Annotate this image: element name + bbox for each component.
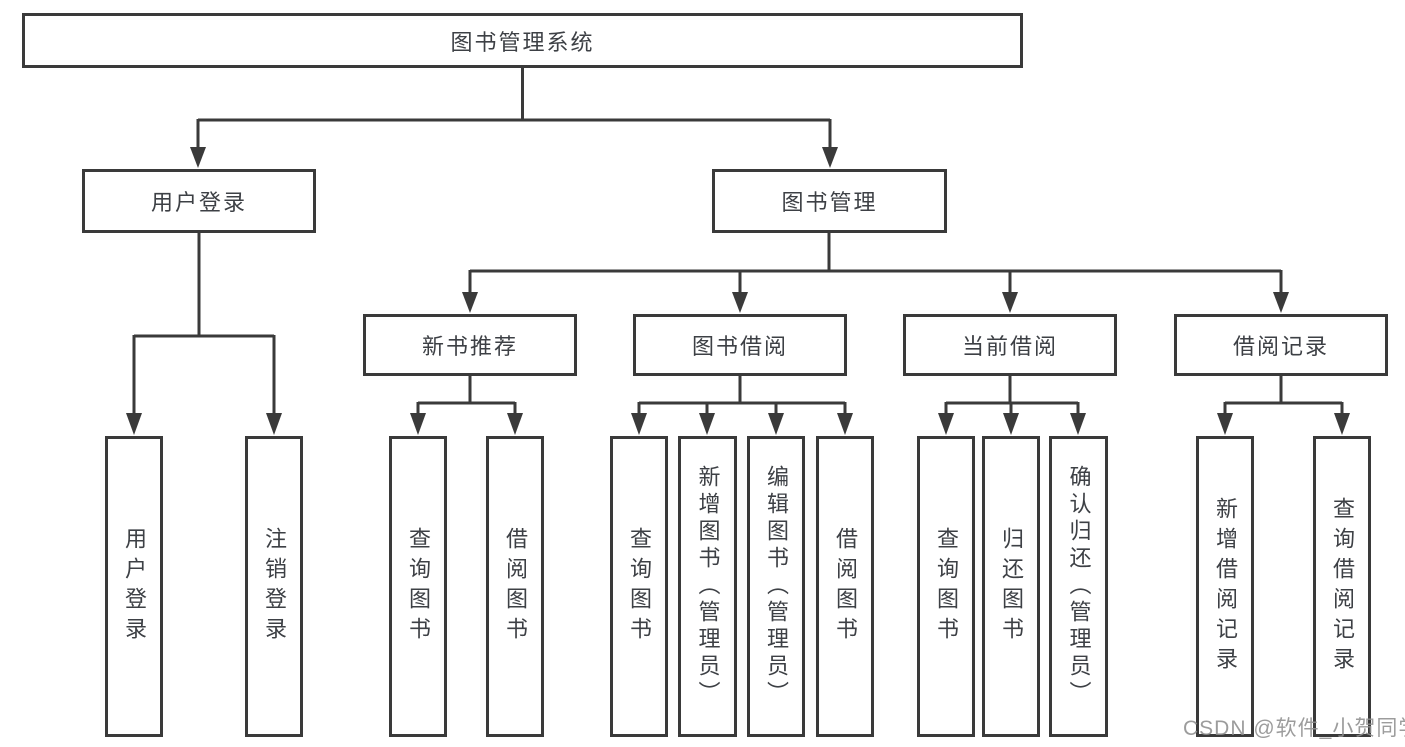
watermark: CSDN @软件_小贺同学 [1183, 717, 1405, 740]
leaf-query-book-3: 查询图书 [917, 436, 975, 737]
leaf-borrow-book-2: 借阅图书 [816, 436, 874, 737]
book-borrow-connector [631, 376, 853, 435]
leaf-query-book-2: 查询图书 [610, 436, 668, 737]
leaf-confirm-return-admin-label: 确认归还（管理员） [1066, 465, 1092, 708]
leaf-return-book-label: 归还图书 [999, 526, 1024, 647]
leaf-edit-book-admin-label: 编辑图书（管理员） [764, 465, 789, 708]
leaf-logout: 注销登录 [245, 436, 303, 737]
book-management-connector [462, 233, 1289, 313]
leaf-logout-label: 注销登录 [262, 526, 287, 647]
leaf-borrow-book-1-label: 借阅图书 [503, 526, 528, 647]
leaf-add-book-admin-label: 新增图书（管理员） [695, 465, 721, 708]
node-book-management: 图书管理 [712, 169, 947, 233]
node-user-login: 用户登录 [82, 169, 316, 233]
leaf-user-login-label: 用户登录 [122, 526, 147, 647]
leaf-query-book-1-label: 查询图书 [406, 526, 431, 647]
leaf-return-book: 归还图书 [982, 436, 1040, 737]
leaf-edit-book-admin: 编辑图书（管理员） [747, 436, 805, 737]
leaf-query-book-2-label: 查询图书 [627, 526, 652, 647]
leaf-query-book-3-label: 查询图书 [934, 526, 959, 647]
leaf-query-book-1: 查询图书 [389, 436, 447, 737]
leaf-user-login: 用户登录 [105, 436, 163, 737]
node-root: 图书管理系统 [22, 13, 1023, 68]
root-connector [190, 68, 838, 168]
leaf-add-book-admin: 新增图书（管理员） [678, 436, 737, 737]
node-current-borrowing: 当前借阅 [903, 314, 1117, 376]
user-login-connector [126, 233, 282, 435]
new-book-connector [410, 376, 523, 435]
node-new-book-recommend: 新书推荐 [363, 314, 577, 376]
leaf-add-borrow-record: 新增借阅记录 [1196, 436, 1254, 737]
leaf-confirm-return-admin: 确认归还（管理员） [1049, 436, 1108, 737]
node-book-borrowing: 图书借阅 [633, 314, 847, 376]
node-borrowing-records: 借阅记录 [1174, 314, 1388, 376]
leaf-borrow-book-1: 借阅图书 [486, 436, 544, 737]
leaf-query-borrow-record-label: 查询借阅记录 [1330, 496, 1355, 677]
current-borrow-connector [938, 376, 1086, 435]
leaf-add-borrow-record-label: 新增借阅记录 [1213, 496, 1238, 677]
leaf-query-borrow-record: 查询借阅记录 [1313, 436, 1371, 737]
leaf-borrow-book-2-label: 借阅图书 [833, 526, 858, 647]
borrow-record-connector [1217, 376, 1350, 435]
